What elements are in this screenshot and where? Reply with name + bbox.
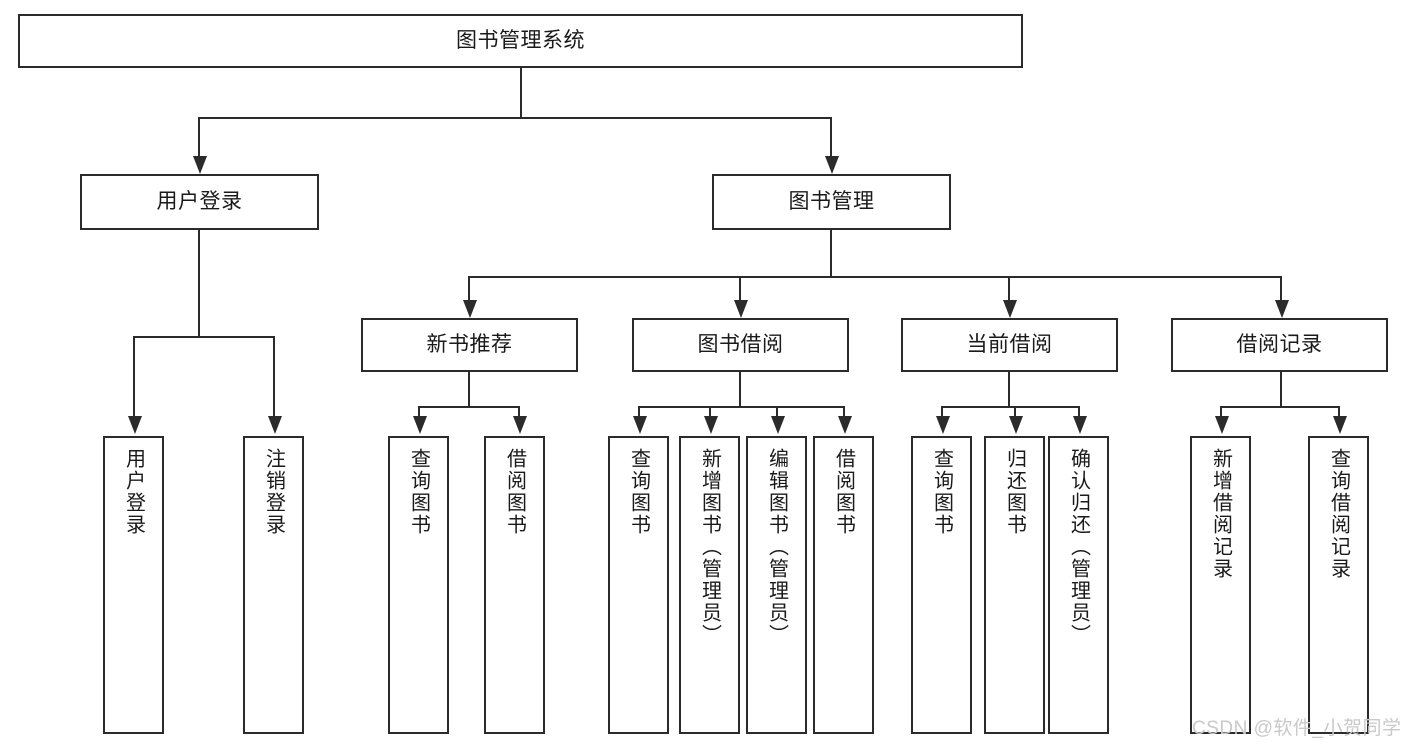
edge-login-drop-1 bbox=[273, 336, 275, 416]
edge-group-2-stem bbox=[1008, 372, 1010, 406]
edge-manage-drop-2 bbox=[1008, 276, 1010, 300]
node-leaf-label-2: 查询图书 bbox=[407, 448, 430, 536]
node-leaf-label-1: 注销登录 bbox=[262, 448, 285, 536]
edge-root-drop-0 bbox=[198, 117, 200, 156]
arrow-group-3-0 bbox=[1215, 416, 1229, 434]
arrow-login-0 bbox=[128, 416, 142, 434]
node-level3-2[interactable]: 当前借阅 bbox=[901, 318, 1118, 372]
edge-group-2-drop-2 bbox=[1078, 406, 1080, 416]
arrow-group-1-3 bbox=[838, 416, 852, 434]
edge-group-1-drop-0 bbox=[638, 406, 640, 416]
edge-manage-drop-3 bbox=[1280, 276, 1282, 300]
node-level3-label-0: 新书推荐 bbox=[426, 332, 513, 356]
edge-group-0-bar bbox=[418, 406, 518, 408]
edge-group-1-stem bbox=[739, 372, 741, 406]
arrow-group-3-1 bbox=[1333, 416, 1347, 434]
node-leaf-1[interactable]: 注销登录 bbox=[243, 436, 304, 734]
node-level2-0[interactable]: 用户登录 bbox=[80, 174, 319, 230]
edge-group-1-drop-1 bbox=[709, 406, 711, 416]
edge-manage-stem bbox=[830, 230, 832, 276]
arrow-group-0-0 bbox=[413, 416, 427, 434]
node-leaf-10[interactable]: 确认归还（管理员） bbox=[1048, 436, 1109, 734]
edge-group-3-stem bbox=[1280, 372, 1282, 406]
node-leaf-label-12: 查询借阅记录 bbox=[1327, 448, 1350, 580]
edge-manage-bar bbox=[468, 276, 1280, 278]
edge-manage-drop-0 bbox=[468, 276, 470, 300]
node-level2-1[interactable]: 图书管理 bbox=[712, 174, 951, 230]
csdn-watermark: CSDN @软件_小贺同学 bbox=[1192, 718, 1402, 739]
node-leaf-11[interactable]: 新增借阅记录 bbox=[1190, 436, 1251, 734]
edge-group-1-drop-3 bbox=[843, 406, 845, 416]
edge-group-1-bar bbox=[638, 406, 843, 408]
edge-root-stem bbox=[520, 68, 522, 117]
edge-login-drop-0 bbox=[133, 336, 135, 416]
node-leaf-5[interactable]: 新增图书（管理员） bbox=[679, 436, 740, 734]
arrow-manage-3 bbox=[1275, 300, 1289, 318]
node-leaf-label-6: 编辑图书（管理员） bbox=[765, 448, 788, 646]
edge-group-2-drop-1 bbox=[1014, 406, 1016, 416]
edge-group-3-drop-1 bbox=[1338, 406, 1340, 416]
node-leaf-6[interactable]: 编辑图书（管理员） bbox=[746, 436, 807, 734]
edge-group-0-drop-1 bbox=[518, 406, 520, 416]
node-level3-0[interactable]: 新书推荐 bbox=[361, 318, 578, 372]
node-leaf-label-9: 归还图书 bbox=[1003, 448, 1026, 536]
edge-root-bar bbox=[198, 117, 832, 119]
arrow-manage-1 bbox=[734, 300, 748, 318]
arrow-root-0 bbox=[193, 156, 207, 174]
node-root-label: 图书管理系统 bbox=[456, 28, 585, 52]
node-level3-label-2: 当前借阅 bbox=[966, 332, 1053, 356]
edge-group-3-drop-0 bbox=[1220, 406, 1222, 416]
node-leaf-label-10: 确认归还（管理员） bbox=[1067, 448, 1090, 646]
arrow-group-1-0 bbox=[633, 416, 647, 434]
edge-group-3-bar bbox=[1220, 406, 1338, 408]
edge-group-0-stem bbox=[468, 372, 470, 406]
arrow-manage-0 bbox=[463, 300, 477, 318]
arrow-login-1 bbox=[268, 416, 282, 434]
edge-manage-drop-1 bbox=[739, 276, 741, 300]
node-leaf-3[interactable]: 借阅图书 bbox=[484, 436, 545, 734]
arrow-manage-2 bbox=[1003, 300, 1017, 318]
node-leaf-label-5: 新增图书（管理员） bbox=[698, 448, 721, 646]
node-leaf-label-3: 借阅图书 bbox=[503, 448, 526, 536]
node-level2-label-1: 图书管理 bbox=[788, 189, 875, 213]
arrow-group-1-1 bbox=[704, 416, 718, 434]
node-level3-label-3: 借阅记录 bbox=[1236, 332, 1323, 356]
node-leaf-0[interactable]: 用户登录 bbox=[103, 436, 164, 734]
node-leaf-label-7: 借阅图书 bbox=[832, 448, 855, 536]
arrow-group-2-2 bbox=[1073, 416, 1087, 434]
arrow-group-0-1 bbox=[513, 416, 527, 434]
edge-group-2-drop-0 bbox=[941, 406, 943, 416]
arrow-group-2-1 bbox=[1009, 416, 1023, 434]
node-leaf-label-4: 查询图书 bbox=[627, 448, 650, 536]
node-leaf-4[interactable]: 查询图书 bbox=[608, 436, 669, 734]
node-root[interactable]: 图书管理系统 bbox=[18, 14, 1023, 68]
node-leaf-2[interactable]: 查询图书 bbox=[388, 436, 449, 734]
edge-root-drop-1 bbox=[830, 117, 832, 156]
node-leaf-12[interactable]: 查询借阅记录 bbox=[1308, 436, 1369, 734]
node-leaf-8[interactable]: 查询图书 bbox=[911, 436, 972, 734]
edge-group-2-bar bbox=[941, 406, 1078, 408]
arrow-group-1-2 bbox=[771, 416, 785, 434]
node-level3-3[interactable]: 借阅记录 bbox=[1171, 318, 1388, 372]
node-level3-1[interactable]: 图书借阅 bbox=[632, 318, 849, 372]
node-leaf-9[interactable]: 归还图书 bbox=[984, 436, 1045, 734]
arrow-group-2-0 bbox=[936, 416, 950, 434]
edge-login-stem bbox=[198, 230, 200, 336]
edge-login-bar bbox=[133, 336, 275, 338]
node-level3-label-1: 图书借阅 bbox=[697, 332, 784, 356]
edge-group-0-drop-0 bbox=[418, 406, 420, 416]
arrow-root-1 bbox=[825, 156, 839, 174]
node-leaf-label-8: 查询图书 bbox=[930, 448, 953, 536]
node-level2-label-0: 用户登录 bbox=[156, 189, 243, 213]
node-leaf-label-11: 新增借阅记录 bbox=[1209, 448, 1232, 580]
edge-group-1-drop-2 bbox=[776, 406, 778, 416]
node-leaf-label-0: 用户登录 bbox=[122, 448, 145, 536]
node-leaf-7[interactable]: 借阅图书 bbox=[813, 436, 874, 734]
